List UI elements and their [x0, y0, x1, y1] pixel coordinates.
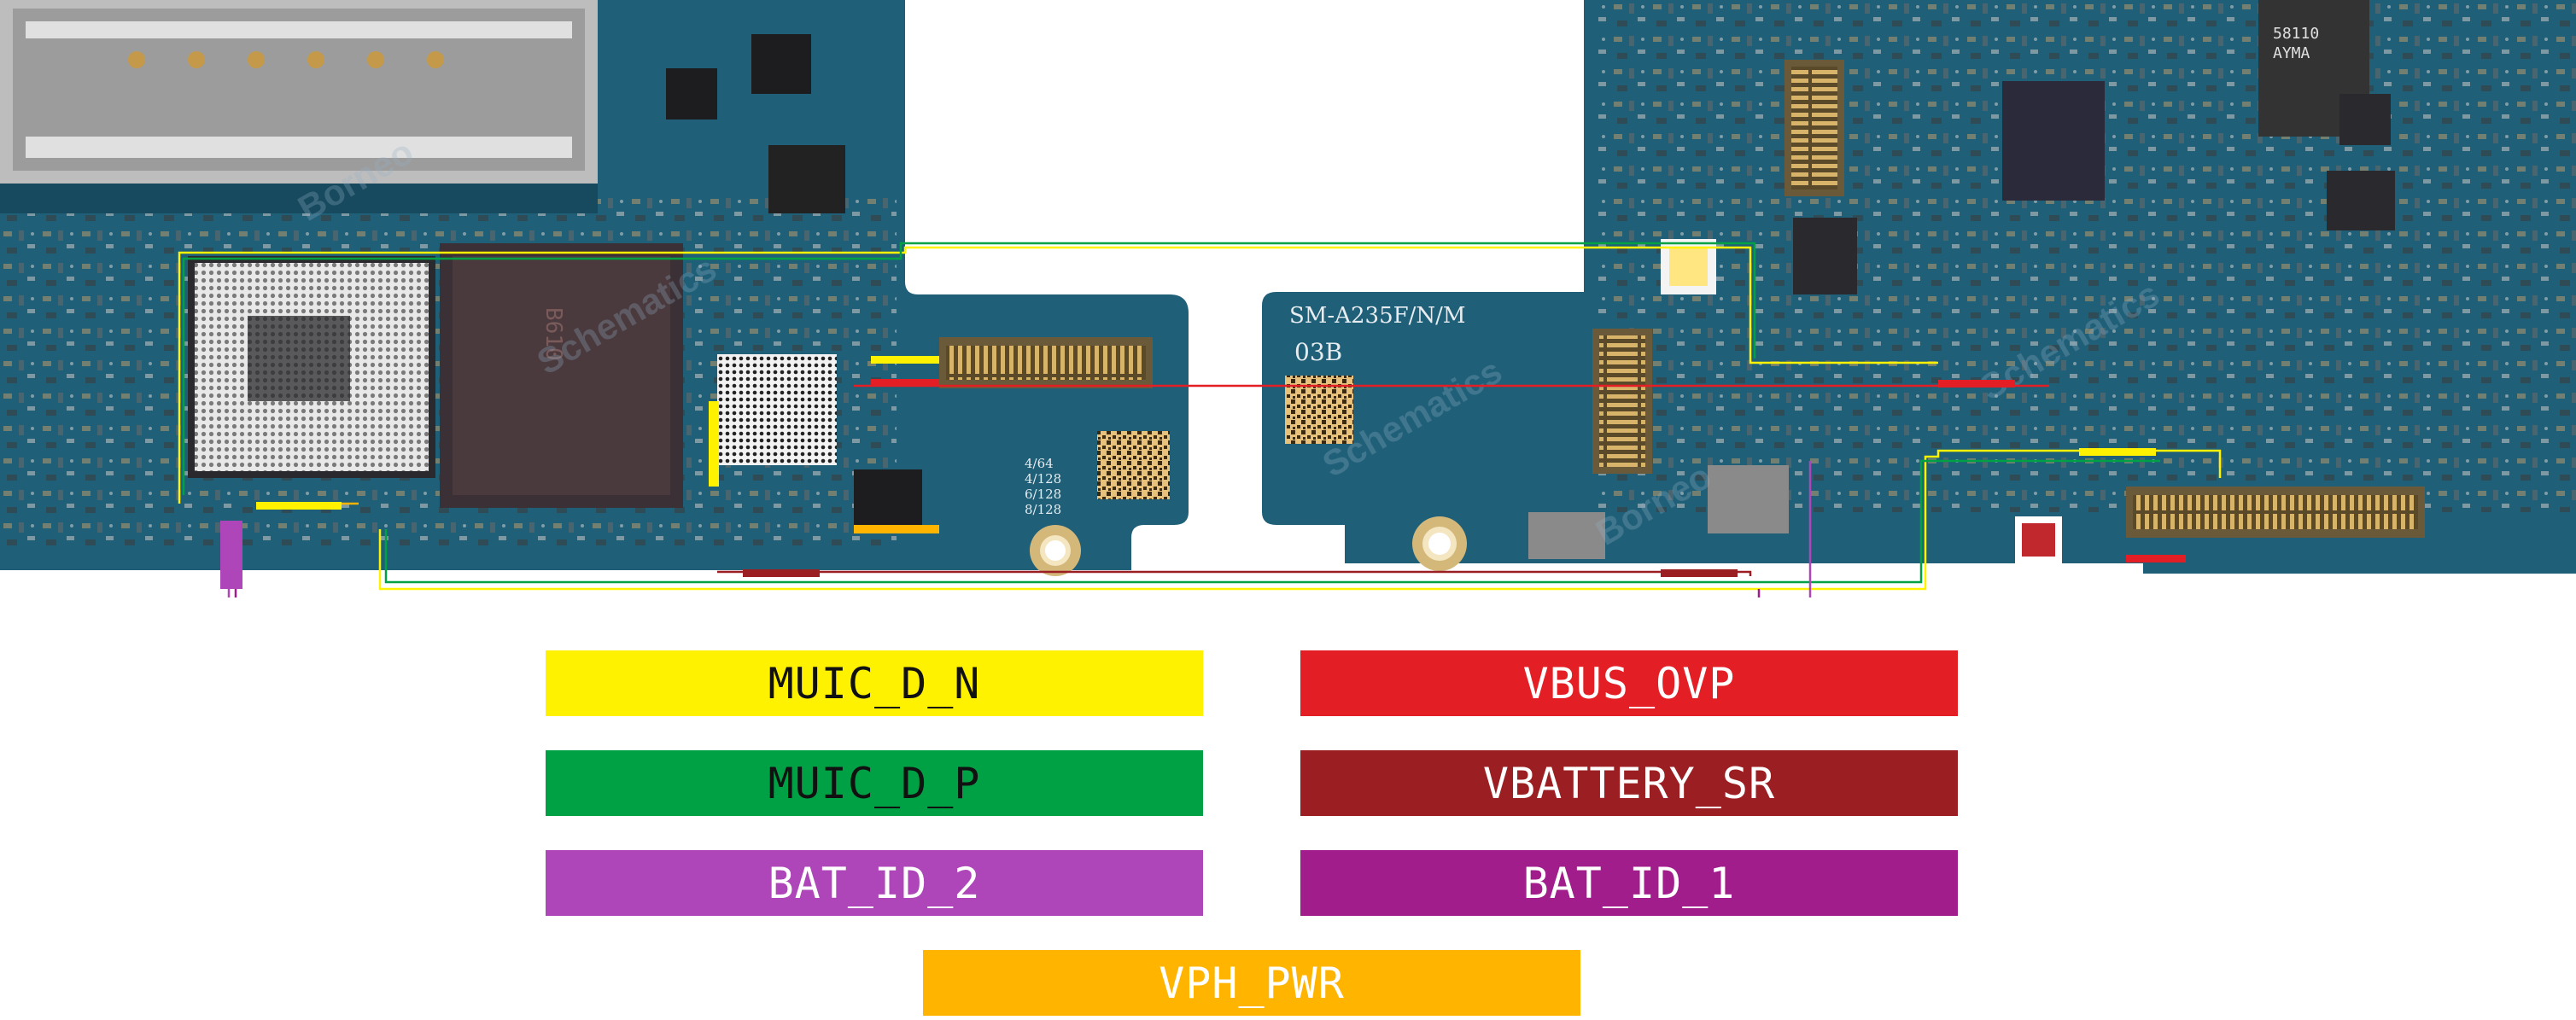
memory-label-1: 4/64: [1025, 456, 1054, 471]
legend-bat-id-2: BAT_ID_2: [546, 850, 1203, 916]
qr-code-right: [1285, 376, 1353, 444]
memory-label-4: 8/128: [1025, 502, 1061, 517]
legend-label: VBUS_OVP: [1522, 658, 1736, 708]
legend-vbus-ovp: VBUS_OVP: [1300, 650, 1958, 716]
chip-label-top: 58110: [2273, 25, 2319, 43]
legend-muic-d-p: MUIC_D_P: [546, 750, 1203, 816]
chip-label-bottom: AYMA: [2273, 44, 2310, 62]
pcb-board-photo: B610 58110 AYMA SM-A235F/N/M 03B 4/64 4/…: [0, 0, 2576, 597]
memory-label-2: 4/128: [1025, 471, 1061, 487]
qr-code-left: [1097, 431, 1170, 499]
legend-label: MUIC_D_N: [768, 658, 981, 708]
legend-muic-d-n: MUIC_D_N: [546, 650, 1203, 716]
memory-label-3: 6/128: [1025, 487, 1061, 502]
model-silkscreen: SM-A235F/N/M: [1289, 303, 1466, 329]
legend-label: VBATTERY_SR: [1482, 758, 1776, 808]
legend-bat-id-1: BAT_ID_1: [1300, 850, 1958, 916]
legend-vph-pwr: VPH_PWR: [923, 950, 1580, 1016]
legend-label: VPH_PWR: [1159, 958, 1345, 1008]
legend-label: BAT_ID_2: [768, 858, 981, 908]
svg-text:B610: B610: [540, 307, 566, 361]
legend-label: BAT_ID_1: [1522, 858, 1736, 908]
legend-vbattery-sr: VBATTERY_SR: [1300, 750, 1958, 816]
legend-label: MUIC_D_P: [768, 758, 981, 808]
pmic-bga: [717, 354, 837, 465]
trace-tags: [220, 356, 2186, 589]
revision-silkscreen: 03B: [1294, 338, 1342, 366]
